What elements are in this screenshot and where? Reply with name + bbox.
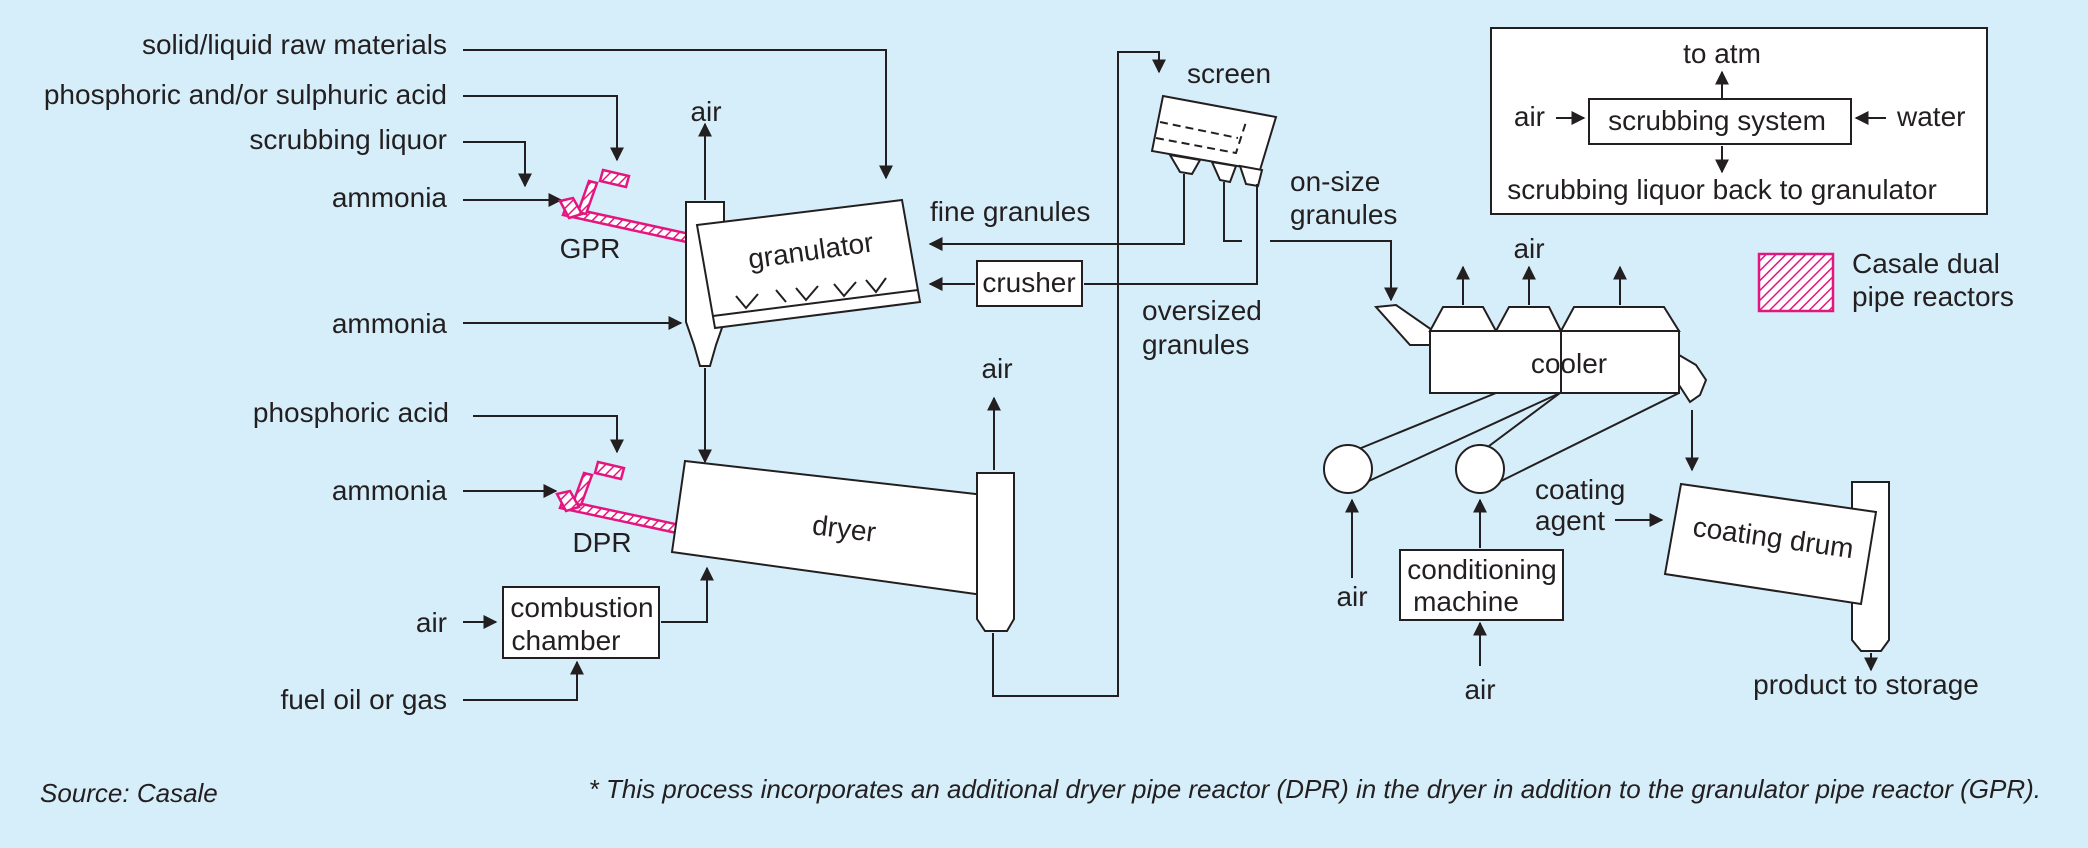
input-air: air (416, 607, 447, 638)
to-atm-label: to atm (1683, 38, 1761, 69)
raw-materials-line (463, 49, 893, 180)
input-phosphoric-acid: phosphoric acid (253, 397, 449, 428)
dryer-label: dryer (811, 509, 878, 548)
cooler-label: cooler (1531, 348, 1607, 379)
oversized-line (1084, 184, 1258, 285)
scrubbing-system-box (1588, 98, 1852, 145)
coating-drum-body (1663, 482, 1878, 606)
onsize-label-1: on-size (1290, 166, 1380, 197)
input-fuel: fuel oil or gas (280, 684, 447, 715)
elevator-to-screen-line (992, 51, 1166, 697)
input-raw-materials: solid/liquid raw materials (142, 29, 447, 60)
coating-agent-label-1: coating (1535, 474, 1625, 505)
conditioning-label-1: conditioning (1407, 554, 1556, 585)
cooler-hood-3 (1559, 306, 1681, 332)
scrubbing-liquor-line (463, 141, 532, 188)
screen-hopper-1 (1168, 153, 1202, 176)
scrubbing-air-label: air (1514, 101, 1545, 132)
input-acid: phosphoric and/or sulphuric acid (44, 79, 447, 110)
oversized-label-1: oversized (1142, 295, 1262, 326)
footnote: * This process incorporates an additiona… (589, 774, 2041, 804)
screen-deck-2 (1159, 121, 1239, 139)
cooler-duct-2 (1476, 392, 1680, 487)
fuel-line (463, 660, 584, 701)
screen-hopper-3 (1238, 164, 1264, 188)
conditioning-air-label: air (1464, 674, 1495, 705)
dryer-air-label: air (981, 353, 1012, 384)
cooler-fan-1 (1323, 444, 1373, 494)
fine-granules-label: fine granules (930, 196, 1090, 227)
legend-label-1: Casale dual (1852, 248, 2000, 279)
granulator-flights (735, 277, 887, 310)
phosphoric-acid-line (473, 415, 624, 454)
cooler-fan-2 (1455, 444, 1505, 494)
acid-line (463, 95, 624, 162)
cooler-discharge (1678, 353, 1708, 404)
screen-deck-1 (1155, 121, 1247, 155)
scrubbing-back-label: scrubbing liquor back to granulator (1507, 174, 1937, 205)
source-note: Source: Casale (40, 778, 218, 808)
onsize-label-2: granules (1290, 199, 1397, 230)
scrubbing-water-label: water (1896, 101, 1965, 132)
input-scrubbing-liquor: scrubbing liquor (249, 124, 447, 155)
cooler-body (1429, 330, 1680, 394)
gpr-label: GPR (560, 233, 621, 264)
combustion-chamber-box (502, 586, 660, 659)
screen-label: screen (1187, 58, 1271, 89)
onsize-stub-line (1223, 182, 1242, 242)
crusher-label: crusher (982, 267, 1075, 298)
scrubbing-system-label: scrubbing system (1608, 105, 1826, 136)
granulator-bed-line (712, 289, 919, 317)
fine-granules-line (928, 174, 1185, 251)
input-ammonia-dpr: ammonia (332, 475, 448, 506)
crusher-box (976, 260, 1083, 307)
combustion-label-2: chamber (512, 625, 621, 656)
screen-hopper-2 (1210, 160, 1238, 184)
onsize-granules-line (1270, 240, 1398, 302)
cooler-duct-1 (1343, 392, 1561, 487)
cooler-hood-2 (1494, 306, 1563, 332)
dpr-label: DPR (572, 527, 631, 558)
legend-swatch (1757, 252, 1835, 313)
granulator-air-label: air (690, 96, 721, 127)
combustion-label-1: combustion (510, 592, 653, 623)
input-ammonia-granulator: ammonia (332, 308, 448, 339)
dryer-cyclone (976, 472, 1015, 632)
cooler-feed-chute (1373, 303, 1434, 346)
coating-agent-label-2: agent (1535, 505, 1605, 536)
oversized-label-2: granules (1142, 329, 1249, 360)
legend-label-2: pipe reactors (1852, 281, 2014, 312)
input-ammonia-gpr: ammonia (332, 182, 448, 213)
product-label: product to storage (1753, 669, 1979, 700)
conditioning-label-2: machine (1413, 586, 1519, 617)
cooler-hood-1 (1428, 306, 1498, 332)
cooler-air-label: air (1513, 233, 1544, 264)
conditioning-machine-box (1399, 549, 1564, 621)
combustion-to-dryer-line (661, 566, 714, 623)
fan-1-air-label: air (1336, 581, 1367, 612)
